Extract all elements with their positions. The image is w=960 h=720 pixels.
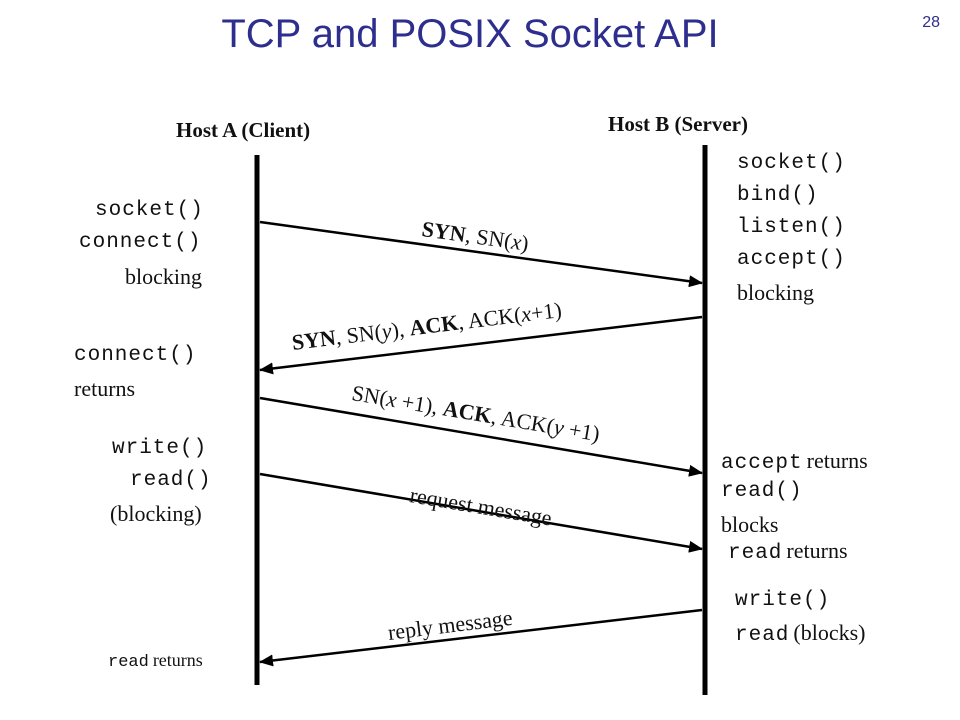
server-accept-returns: accept returns [721,448,868,475]
server-host-label: Host B (Server) [608,112,748,136]
client-read-call: read() [130,469,212,492]
client-host-label: Host A (Client) [176,118,311,142]
server-bind-call: bind() [737,184,819,207]
client-socket-call: socket() [95,199,204,222]
client-write-call: write() [112,437,208,460]
page-title: TCP and POSIX Socket API [221,12,719,56]
server-socket-call: socket() [737,152,846,175]
server-read-blocks: read (blocks) [735,620,866,647]
reply-arrow [259,608,703,667]
server-blocks-label: blocks [721,512,779,537]
request-arrow [259,472,703,553]
server-read-call: read() [721,480,803,503]
ack-arrow [259,396,703,477]
client-read-returns: read returns [108,650,203,672]
page-number: 28 [922,14,940,31]
client-connect-call: connect() [79,231,202,254]
client-connect-returns: connect() [74,344,197,367]
client-connect-returns-text: returns [74,376,136,401]
client-read-blocking: (blocking) [110,501,202,526]
server-accept-call: accept() [737,248,846,271]
client-blocking-label: blocking [125,264,202,289]
synack-arrow [259,315,703,375]
syn-arrow [259,220,703,288]
server-listen-call: listen() [737,216,846,239]
server-write-call: write() [735,589,831,612]
server-read-returns: read returns [728,538,848,565]
server-blocking-label: blocking [737,280,814,305]
